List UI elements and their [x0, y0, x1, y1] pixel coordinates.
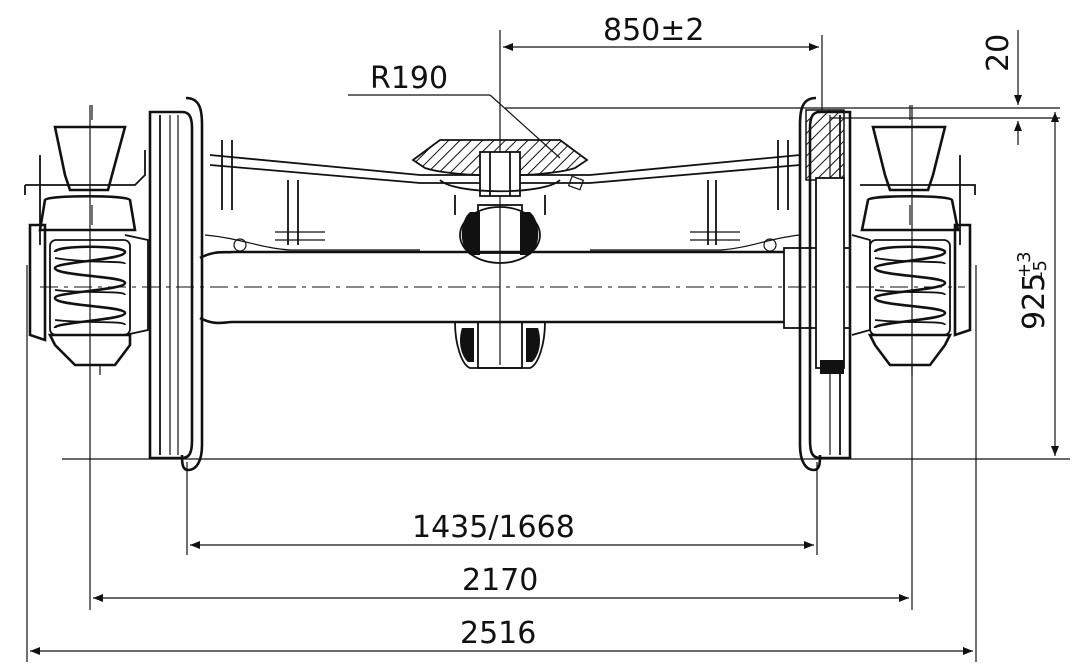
wheel-right — [798, 96, 852, 472]
dim-2516: 2516 — [460, 616, 536, 651]
suspension-left — [24, 105, 149, 375]
center-pivot — [411, 139, 589, 369]
dim-925-group: 925 +3 -5 — [1014, 251, 1052, 330]
dim-925-tol-minus: -5 — [1030, 260, 1051, 278]
dimension-lines — [26, 30, 1070, 662]
dim-925-tol-plus: +3 — [1014, 251, 1035, 278]
dim-20: 20 — [981, 34, 1016, 72]
dim-925: 925 — [1017, 273, 1052, 330]
dim-r190: R190 — [370, 61, 448, 96]
dim-2170: 2170 — [462, 563, 538, 598]
dim-850: 850±2 — [603, 13, 704, 48]
wheel-left — [148, 96, 204, 472]
suspension-right — [851, 105, 976, 375]
dim-1435-1668: 1435/1668 — [412, 510, 575, 545]
